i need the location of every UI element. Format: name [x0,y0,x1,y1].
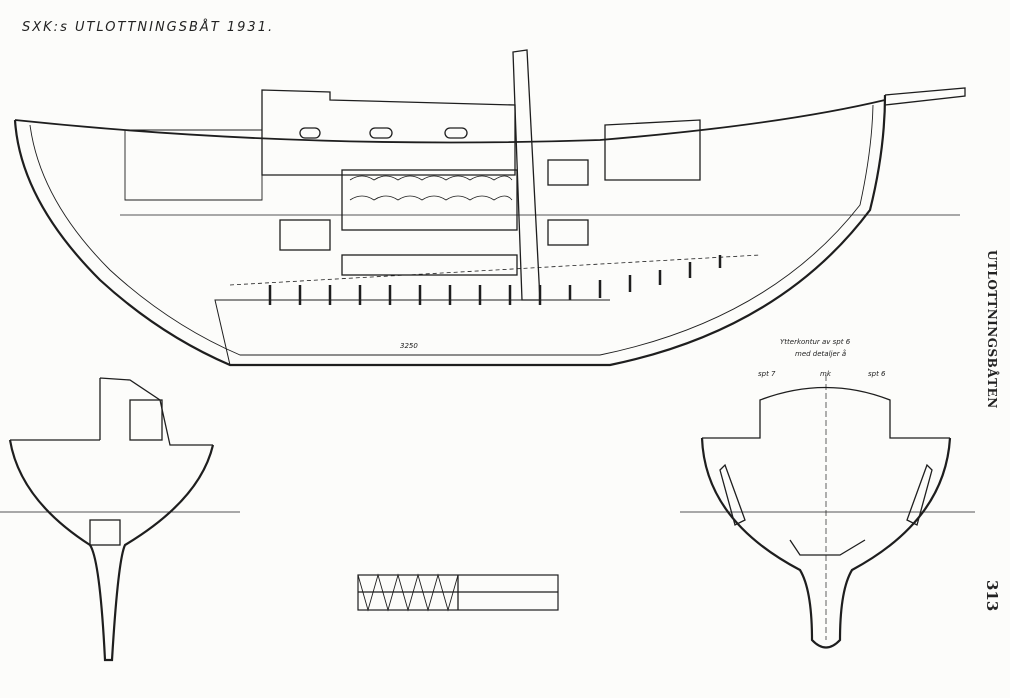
frame-7-label: spt 7 [758,370,776,378]
scale-bar [357,573,559,612]
page-number: 313 [983,580,1001,612]
section-caption-2: med detaljer å [795,350,847,358]
frame-6-label: spt 6 [868,370,886,378]
midship-section-view [680,375,975,649]
centerline-label: mk [820,370,831,378]
length-dimension: 3250 [400,342,418,350]
running-header: UTLOTTNINGSBÅTEN [985,250,999,409]
section-caption-1: Ytterkontur av spt 6 [780,338,851,346]
drawing-title: SXK:s UTLOTTNINGSBÅT 1931. [22,20,275,35]
aft-section-view [0,377,240,662]
profile-view [13,49,966,367]
